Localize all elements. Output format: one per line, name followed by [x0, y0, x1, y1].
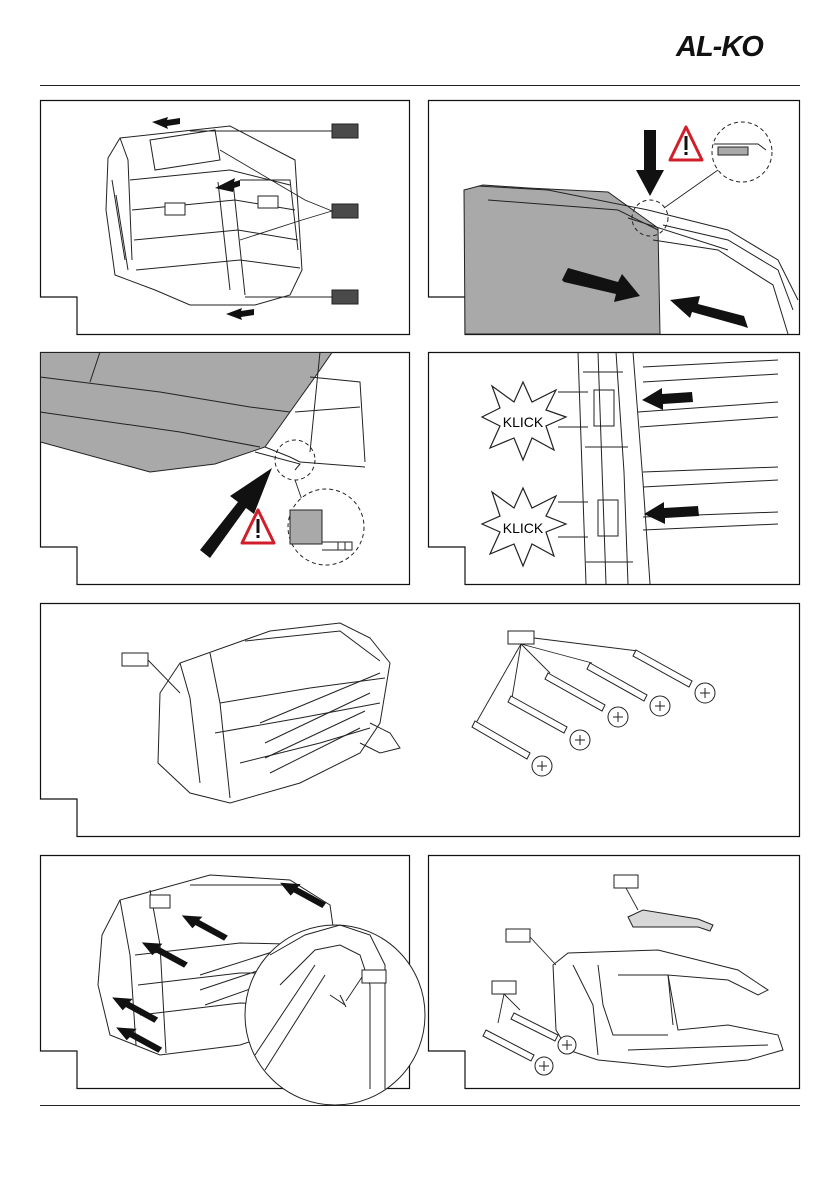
- arrow-icon: [178, 911, 230, 942]
- label-box-detail: [362, 970, 386, 983]
- footer-rule: [40, 1105, 800, 1106]
- arrow-icon: [277, 878, 329, 909]
- figure-1-cover-removal: [40, 100, 410, 335]
- screw-icon: [483, 1030, 553, 1075]
- figure-7-drawing: [428, 855, 800, 1089]
- label-box-left: [150, 895, 170, 908]
- label-box-screws: [508, 631, 534, 644]
- klick-burst-bottom: KLICK: [482, 488, 566, 566]
- figure-7-exploded-parts: [428, 855, 800, 1089]
- figure-4-drawing: KLICK KLICK: [428, 352, 800, 585]
- klick-text-bottom: KLICK: [503, 520, 544, 536]
- arrow-icon: [113, 1023, 165, 1054]
- figure-3-clip-in: [40, 352, 410, 585]
- figure-1-drawing: [40, 100, 410, 335]
- figure-4-klick: KLICK KLICK: [428, 352, 800, 585]
- label-box-cover: [614, 875, 638, 888]
- figure-3-drawing: [40, 352, 410, 585]
- screw-icon: [472, 721, 552, 776]
- warning-triangle-icon: [242, 510, 274, 543]
- detail-zoom-circle: [245, 925, 425, 1105]
- figure-6-screw-points: [40, 855, 410, 1089]
- header-rule: [40, 85, 800, 86]
- al-ko-logo: AL-KO: [676, 32, 806, 62]
- callout-box-b: [332, 204, 358, 218]
- label-box-3: [258, 196, 278, 208]
- screw-icon: [508, 696, 590, 750]
- figure-2-slide-in: [428, 100, 800, 335]
- arrow-icon: [642, 388, 693, 410]
- label-box-screws: [492, 981, 516, 994]
- arrow-icon: [109, 993, 161, 1024]
- arrow-icon: [644, 502, 699, 524]
- klick-text-top: KLICK: [503, 414, 544, 430]
- cover-part-icon: [628, 910, 713, 931]
- figure-5-drawing: [40, 603, 800, 837]
- arrow-icon: [670, 296, 748, 328]
- label-box-frame: [506, 929, 530, 942]
- arrow-icon: [636, 130, 664, 196]
- arrow-icon: [226, 308, 254, 320]
- warning-triangle-icon: [670, 127, 702, 160]
- label-box-2: [165, 203, 185, 215]
- arrow-icon: [138, 938, 190, 969]
- callout-box-a: [332, 124, 358, 138]
- figure-2-drawing: [428, 100, 800, 335]
- figure-6-drawing: [40, 855, 410, 1089]
- klick-burst-top: KLICK: [482, 382, 566, 460]
- label-box-housing: [122, 653, 148, 666]
- callout-box-c: [332, 290, 358, 304]
- frame-part-icon: [553, 950, 783, 1067]
- arrow-icon: [152, 117, 180, 129]
- figure-5-parts-screws: [40, 603, 800, 837]
